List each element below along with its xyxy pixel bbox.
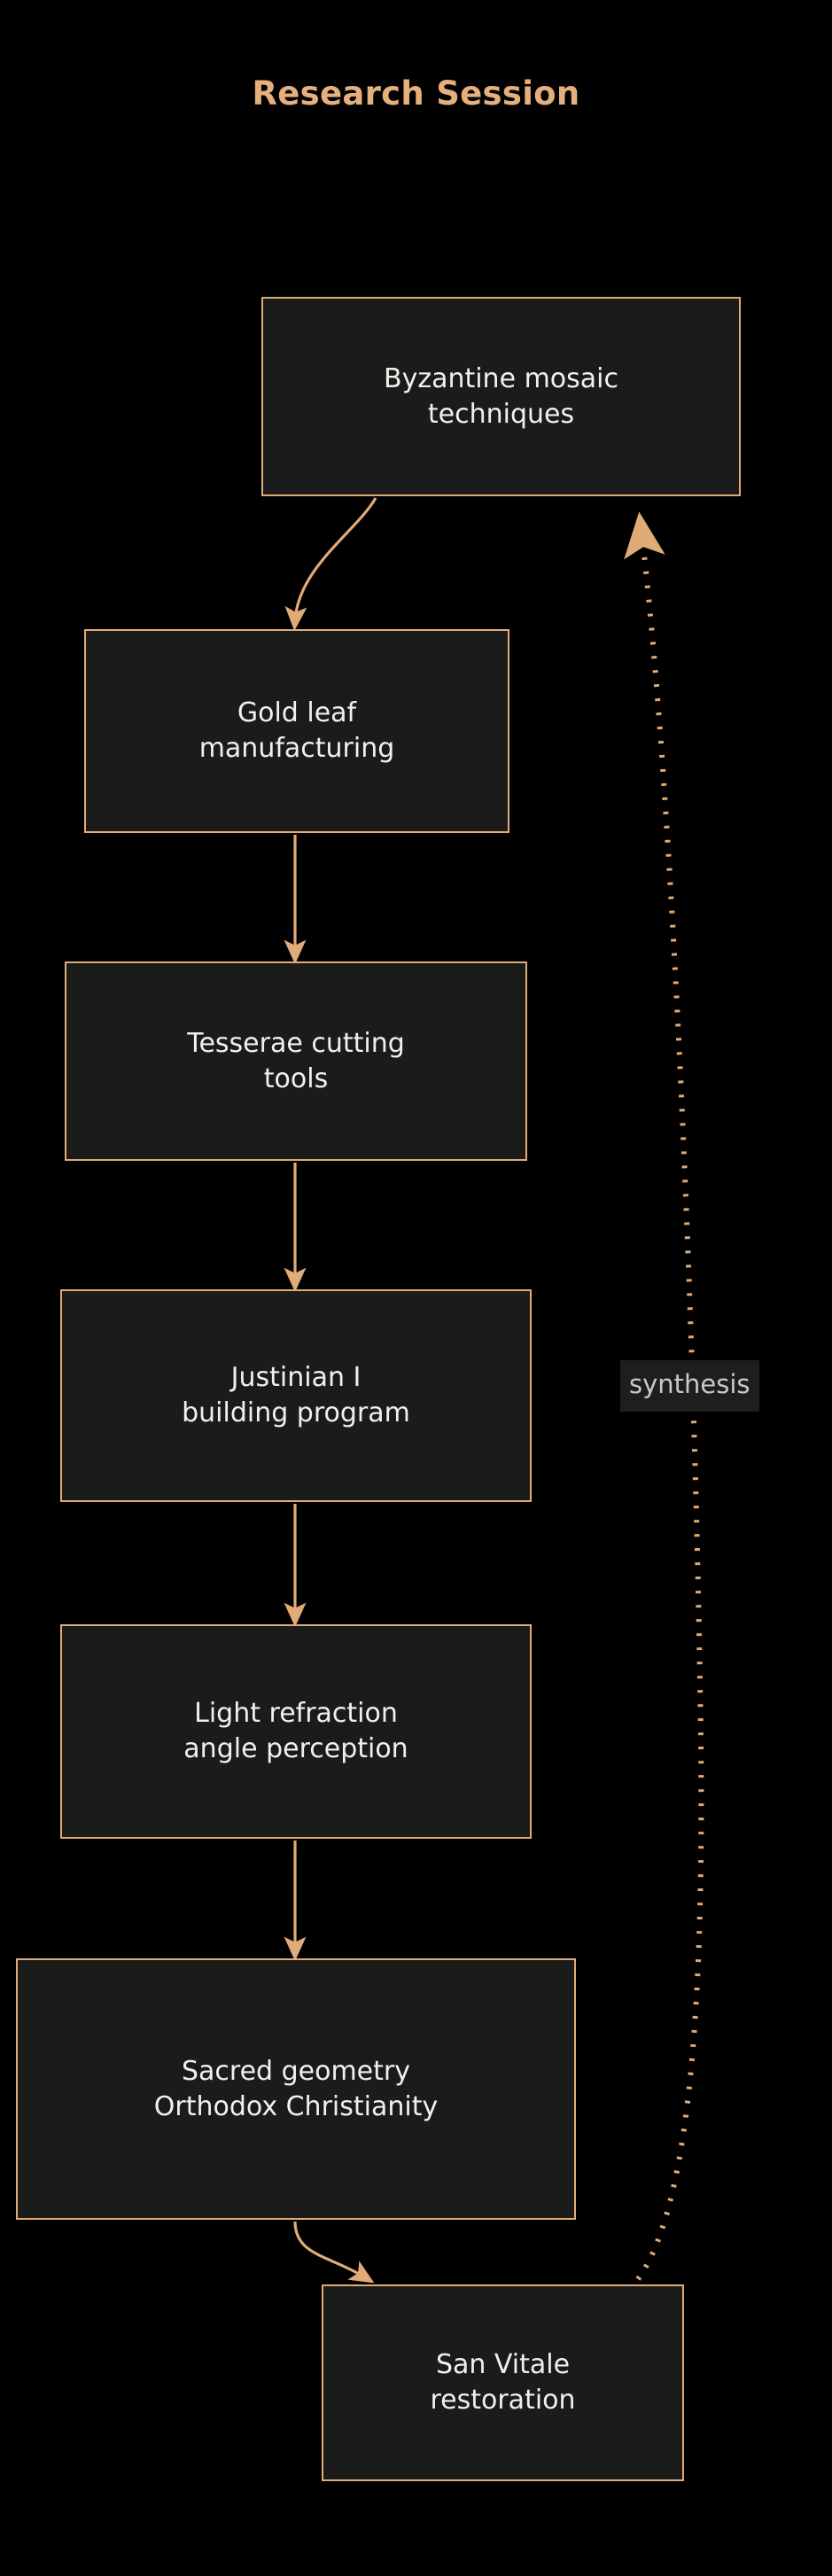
flow-node-gold-leaf-manufacturing[interactable]: Gold leaf manufacturing: [84, 629, 509, 833]
node-label: Gold leaf manufacturing: [198, 697, 395, 764]
edge-label-synthesis: synthesis: [620, 1360, 759, 1412]
node-label: Tesserae cutting tools: [187, 1027, 405, 1094]
node-label: Justinian I building program: [182, 1362, 410, 1428]
flow-node-san-vitale-restoration[interactable]: San Vitale restoration: [322, 2284, 684, 2481]
flow-node-sacred-geometry-orthodox-christianity[interactable]: Sacred geometry Orthodox Christianity: [16, 1958, 576, 2220]
page-title: Research Session: [252, 74, 580, 113]
node-label: San Vitale restoration: [430, 2349, 576, 2416]
edge-n6-n7: [293, 2221, 375, 2284]
node-label: Sacred geometry Orthodox Christianity: [153, 2055, 439, 2122]
edge-n1-n2: [284, 497, 377, 632]
flow-node-light-refraction-angle-perception[interactable]: Light refraction angle perception: [60, 1624, 532, 1839]
flow-node-byzantine-mosaic-techniques[interactable]: Byzantine mosaic techniques: [261, 297, 741, 496]
node-label: Light refraction angle perception: [183, 1698, 408, 1764]
flow-node-tesserae-cutting-tools[interactable]: Tesserae cutting tools: [65, 961, 527, 1161]
node-label: Byzantine mosaic techniques: [383, 362, 618, 430]
flow-node-justinian-i-building-program[interactable]: Justinian I building program: [60, 1289, 532, 1502]
